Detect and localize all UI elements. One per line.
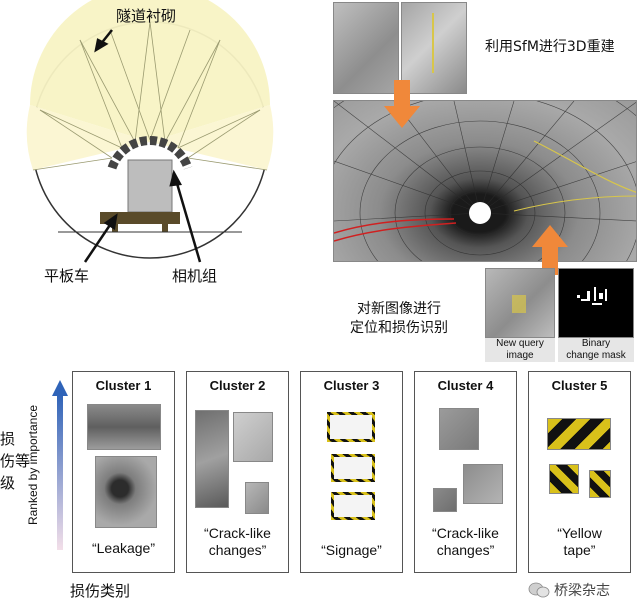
label-damage-category: 损伤类别 bbox=[70, 582, 131, 600]
crack-image-3 bbox=[245, 482, 269, 514]
yellow-tape-image-3 bbox=[589, 470, 611, 498]
label-sfm-3d: 利用SfM进行3D重建 bbox=[485, 39, 615, 55]
signage-image-3 bbox=[331, 492, 375, 520]
label-camera-group: 相机组 bbox=[172, 267, 218, 285]
crack-image-2 bbox=[233, 412, 273, 462]
label-locate-damage: 对新图像进行 定位和损伤识别 bbox=[350, 300, 448, 338]
arrow-up-icon bbox=[532, 225, 568, 275]
query-caption-line1: New query bbox=[496, 338, 544, 349]
watermark-text: 桥梁杂志 bbox=[554, 583, 610, 599]
cluster-title: Cluster 2 bbox=[209, 378, 266, 393]
cluster-caption: “Signage” bbox=[301, 542, 402, 559]
crack-image-6 bbox=[433, 488, 457, 512]
cluster-3: Cluster 3 “Signage” bbox=[300, 371, 403, 573]
cluster-caption: “Leakage” bbox=[73, 540, 174, 557]
label-damage-grade: 损 伤等 级 bbox=[0, 428, 30, 494]
cluster-caption-line1: “Crack-like bbox=[432, 525, 499, 541]
signage-image-1 bbox=[327, 412, 375, 442]
wechat-icon bbox=[528, 582, 550, 598]
cluster-2: Cluster 2 “Crack-like changes” bbox=[186, 371, 289, 573]
mask-caption-line2: change mask bbox=[566, 350, 626, 361]
signage-image-2 bbox=[331, 454, 375, 482]
cluster-caption-line2: tape” bbox=[563, 542, 596, 558]
binary-change-mask bbox=[558, 268, 634, 338]
cluster-caption-line1: “Leakage” bbox=[91, 540, 156, 556]
cluster-title: Cluster 3 bbox=[323, 378, 380, 393]
input-image-left bbox=[333, 2, 399, 94]
arrow-down-icon bbox=[384, 80, 420, 128]
sfm-section: 利用SfM进行3D重建 bbox=[330, 0, 641, 362]
query-caption-line2: image bbox=[506, 350, 534, 361]
leakage-image-1 bbox=[87, 404, 161, 450]
label-flatcar: 平板车 bbox=[44, 267, 90, 285]
crack-image-5 bbox=[463, 464, 503, 504]
cluster-caption-line1: “Crack-like bbox=[204, 525, 271, 541]
reconstruction-mesh bbox=[334, 101, 636, 261]
watermark: 桥梁杂志 bbox=[528, 580, 610, 600]
cluster-caption: “Crack-like changes” bbox=[415, 525, 516, 559]
label-damage-grade-2: 伤等 bbox=[0, 452, 31, 470]
cluster-caption-line2: changes” bbox=[208, 542, 267, 558]
mask-caption: Binary change mask bbox=[558, 338, 634, 362]
new-query-image bbox=[485, 268, 555, 338]
input-image-right bbox=[401, 2, 467, 94]
cluster-caption: “Yellow tape” bbox=[529, 525, 630, 559]
cluster-title: Cluster 5 bbox=[551, 378, 608, 393]
cluster-caption: “Crack-like changes” bbox=[187, 525, 288, 559]
cluster-1: Cluster 1 “Leakage” bbox=[72, 371, 175, 573]
cluster-caption-line1: “Signage” bbox=[321, 542, 382, 558]
yellow-tape-image-1 bbox=[547, 418, 611, 450]
cluster-title: Cluster 1 bbox=[95, 378, 152, 393]
cluster-5: Cluster 5 “Yellow tape” bbox=[528, 371, 631, 573]
cluster-title: Cluster 4 bbox=[437, 378, 494, 393]
query-caption: New query image bbox=[485, 338, 555, 362]
label-damage-grade-3: 级 bbox=[0, 474, 16, 492]
crack-image-1 bbox=[195, 410, 229, 508]
mask-caption-line1: Binary bbox=[581, 338, 611, 349]
tunnel-diagram bbox=[26, 0, 274, 263]
cluster-4: Cluster 4 “Crack-like changes” bbox=[414, 371, 517, 573]
tunnel-schematic: 隧道衬砌 平板车 相机组 bbox=[0, 0, 300, 310]
leakage-image-2 bbox=[95, 456, 157, 528]
cluster-caption-line2: changes” bbox=[436, 542, 495, 558]
mask-speckle bbox=[577, 287, 607, 305]
label-damage-grade-1: 损 bbox=[0, 430, 16, 448]
label-locate-line1: 对新图像进行 bbox=[357, 301, 441, 317]
cluster-caption-line1: “Yellow bbox=[557, 525, 602, 541]
label-tunnel-lining: 隧道衬砌 bbox=[116, 7, 177, 25]
reconstruction-image bbox=[333, 100, 637, 262]
label-locate-line2: 定位和损伤识别 bbox=[350, 320, 448, 336]
importance-arrow-icon bbox=[52, 380, 68, 550]
crack-image-4 bbox=[439, 408, 479, 450]
yellow-tape-image-2 bbox=[549, 464, 579, 494]
